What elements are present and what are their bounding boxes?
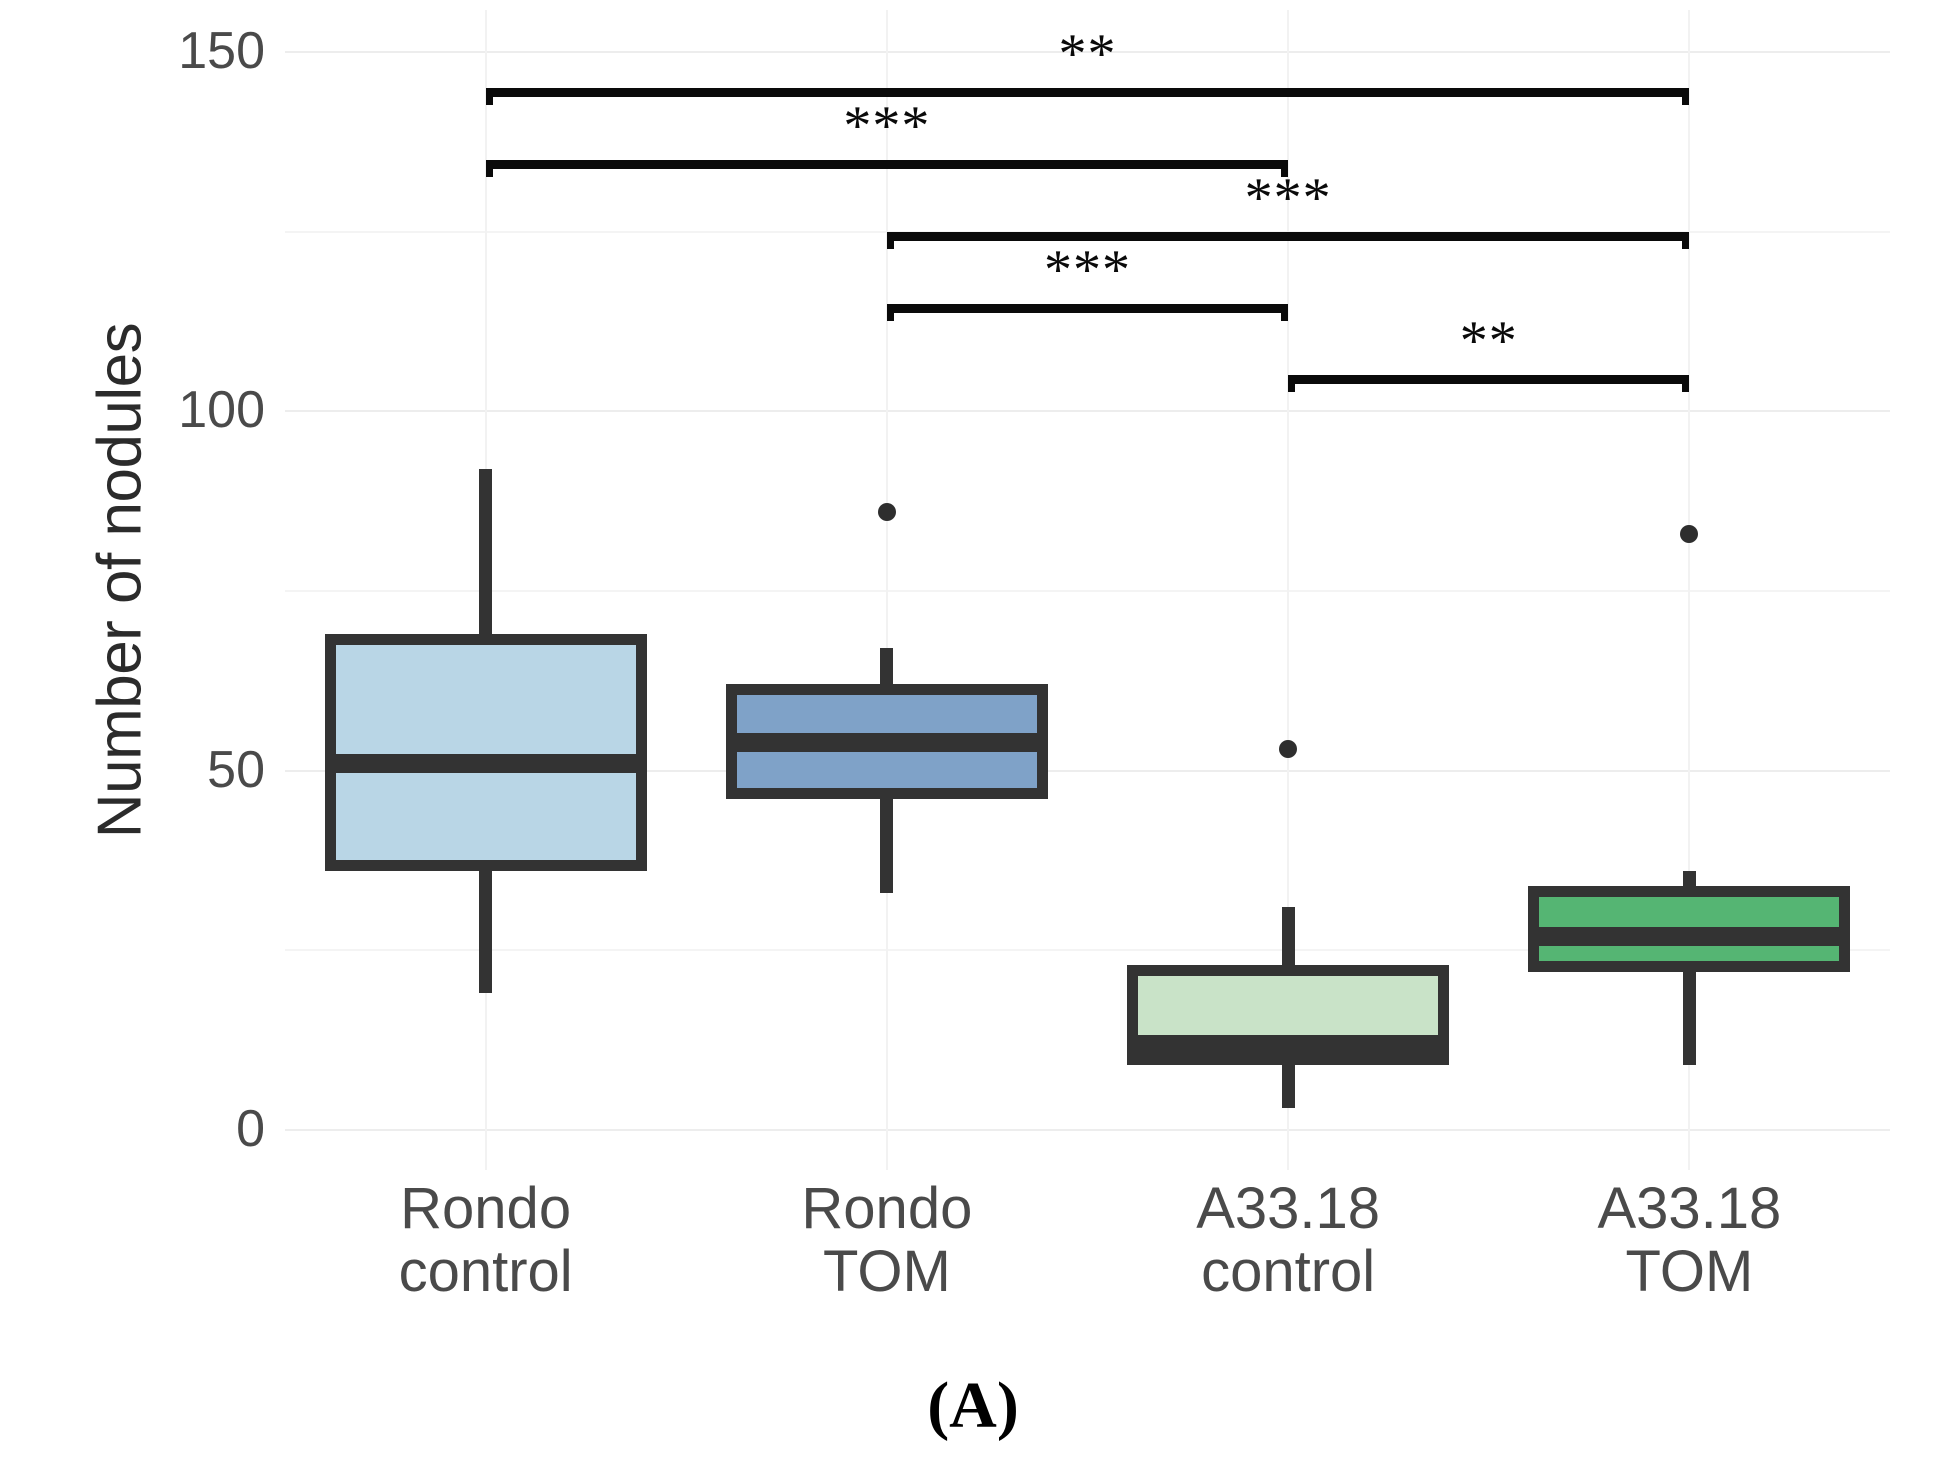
outlier-point[interactable] bbox=[1279, 740, 1298, 759]
y-tick-label: 100 bbox=[178, 381, 265, 440]
y-axis-tick-labels: 0 50 100 150 bbox=[0, 0, 265, 1470]
gridline-vertical bbox=[885, 10, 888, 1170]
x-tick-label-line: A33.18 bbox=[1597, 1176, 1782, 1241]
significance-bracket-tick bbox=[485, 87, 493, 105]
x-tick-label-line: Rondo bbox=[801, 1176, 973, 1241]
significance-bracket-tick bbox=[1288, 375, 1296, 393]
outlier-point[interactable] bbox=[877, 502, 896, 521]
whisker-upper bbox=[479, 468, 493, 635]
significance-bracket-tick bbox=[1682, 375, 1690, 393]
significance-bracket bbox=[886, 303, 1289, 313]
whisker-lower bbox=[880, 799, 894, 893]
y-tick-label: 50 bbox=[207, 740, 265, 799]
median-line bbox=[1528, 926, 1851, 946]
significance-bracket-tick bbox=[886, 231, 894, 249]
y-tick-label: 150 bbox=[178, 22, 265, 80]
significance-bracket-tick bbox=[1682, 231, 1690, 249]
x-tick-label-line: control bbox=[1201, 1238, 1376, 1304]
gridline-major bbox=[285, 1129, 1890, 1131]
boxplot-box[interactable] bbox=[285, 10, 1890, 1170]
significance-bracket-tick bbox=[886, 303, 894, 321]
x-tick-label-line: Rondo bbox=[400, 1176, 572, 1241]
median-line bbox=[324, 754, 647, 774]
significance-label: ** bbox=[1459, 310, 1518, 373]
boxplot-box[interactable] bbox=[285, 10, 1890, 1170]
median-line bbox=[725, 732, 1048, 752]
whisker-upper bbox=[1281, 907, 1295, 965]
median-line bbox=[1127, 1034, 1450, 1054]
gridline-minor bbox=[285, 949, 1890, 952]
x-tick-label-line: A33.18 bbox=[1196, 1176, 1381, 1241]
x-tick-label-line: TOM bbox=[822, 1238, 951, 1304]
plot-panel: ************* bbox=[285, 10, 1890, 1170]
gridline-major bbox=[285, 51, 1890, 53]
boxplot-box[interactable] bbox=[285, 10, 1890, 1170]
whisker-lower bbox=[1281, 1065, 1295, 1109]
x-tick-label-line: control bbox=[398, 1238, 573, 1304]
gridline-vertical bbox=[1688, 10, 1691, 1170]
significance-bracket bbox=[485, 87, 1690, 97]
significance-bracket-tick bbox=[1281, 159, 1289, 177]
significance-label: *** bbox=[843, 94, 931, 157]
box-rect bbox=[324, 634, 647, 872]
y-tick-label: 0 bbox=[236, 1100, 265, 1158]
x-tick-label-line: TOM bbox=[1625, 1238, 1754, 1304]
gridline-major bbox=[285, 410, 1890, 413]
significance-label: ** bbox=[1058, 22, 1117, 85]
boxplot-box[interactable] bbox=[285, 10, 1890, 1170]
significance-bracket bbox=[886, 231, 1690, 241]
significance-label: *** bbox=[1044, 238, 1131, 301]
gridline-major bbox=[285, 769, 1890, 772]
significance-label: *** bbox=[1244, 166, 1332, 229]
whisker-upper bbox=[1682, 871, 1696, 886]
gridline-vertical bbox=[1287, 10, 1290, 1170]
significance-bracket-tick bbox=[1281, 303, 1289, 321]
gridline-minor bbox=[285, 590, 1890, 592]
significance-bracket-tick bbox=[485, 159, 493, 177]
whisker-upper bbox=[880, 648, 894, 685]
whisker-lower bbox=[479, 871, 493, 994]
outlier-point[interactable] bbox=[1680, 524, 1699, 543]
significance-bracket bbox=[1288, 375, 1690, 385]
whisker-lower bbox=[1682, 971, 1696, 1066]
significance-bracket bbox=[485, 159, 1289, 169]
significance-bracket-tick bbox=[1682, 87, 1690, 105]
panel-caption: (A) bbox=[927, 1369, 1019, 1442]
